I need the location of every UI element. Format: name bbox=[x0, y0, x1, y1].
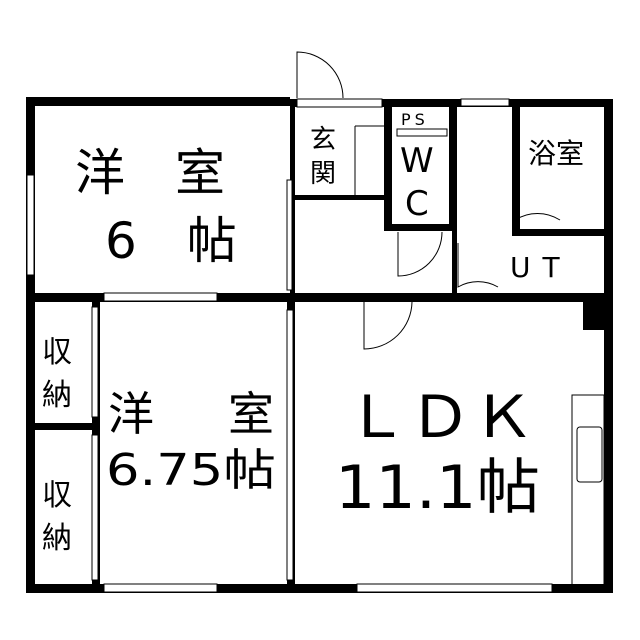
storage2-label-1: 収 bbox=[42, 478, 72, 513]
sink bbox=[576, 426, 603, 483]
storage2-label-2: 納 bbox=[42, 521, 72, 556]
windows bbox=[26, 98, 553, 593]
room-label-western2-b: 室 bbox=[228, 387, 274, 441]
room-label-western2-line2: 6.75帖 bbox=[106, 445, 276, 496]
wc-label-2: C bbox=[405, 184, 429, 224]
room-label-western1-line2: 6 帖 bbox=[105, 212, 237, 270]
kitchen-counter bbox=[571, 394, 605, 586]
entrance-label-1: 玄 bbox=[310, 125, 336, 155]
doors bbox=[296, 51, 605, 586]
room-label-ldk-line1: ＬＤＫ bbox=[345, 383, 535, 451]
wc-label-1: W bbox=[400, 141, 434, 181]
ps-label: PS bbox=[401, 110, 429, 129]
bath-label: 浴室 bbox=[528, 137, 584, 170]
entrance-label-2: 関 bbox=[310, 159, 336, 189]
ut-label: UT bbox=[510, 251, 572, 284]
storage1-label-1: 収 bbox=[42, 335, 72, 370]
room-label-western2-a: 洋 bbox=[108, 387, 154, 441]
room-label-ldk-line2: 11.1帖 bbox=[335, 453, 540, 523]
storage1-label-2: 納 bbox=[42, 378, 72, 413]
room-label-western1-line1: 洋 室 bbox=[75, 144, 225, 202]
